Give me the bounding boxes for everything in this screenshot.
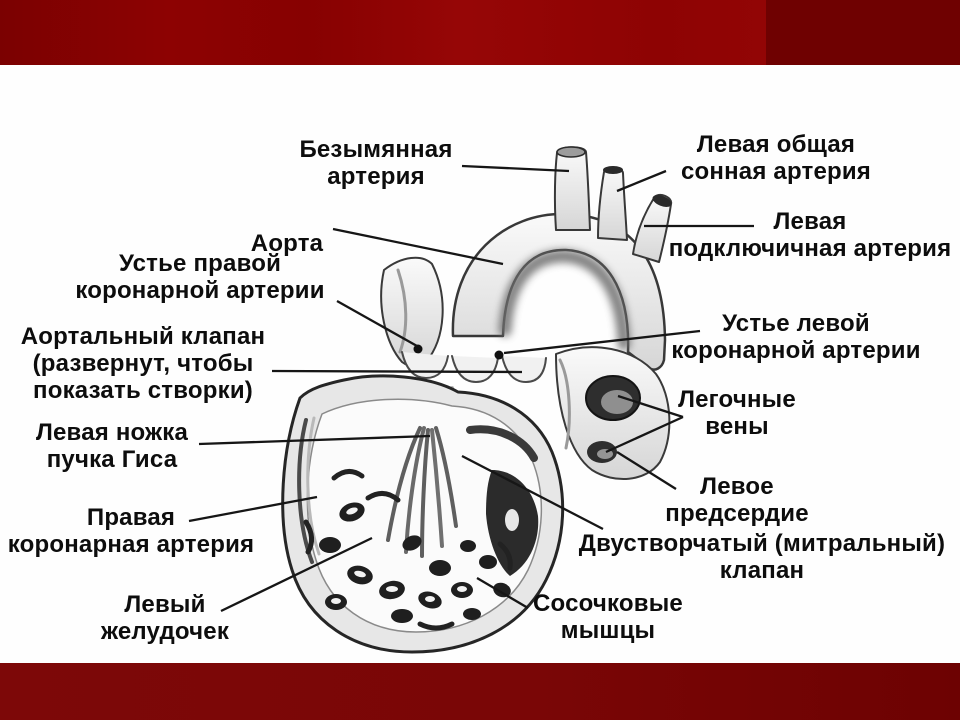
- leader-pulmonary-veins: [617, 394, 684, 419]
- leader-left-atrium: [616, 451, 677, 490]
- leader-aorta: [332, 227, 504, 266]
- leader-left-ventricle: [220, 536, 373, 613]
- leader-aortic-valve: [271, 369, 523, 374]
- leader-right-coronary-ostium: [336, 299, 418, 348]
- leader-left-common-carotid: [616, 169, 667, 193]
- leader-left-coronary-ostium: [503, 329, 701, 355]
- top-red-bar-left-segment: [0, 0, 766, 65]
- leader-right-coronary-artery: [188, 495, 318, 523]
- leader-pulmonary-veins: [605, 415, 684, 454]
- top-red-bar-right-segment: [766, 0, 960, 65]
- leader-innominate-artery: [461, 164, 570, 173]
- top-red-bar: [0, 0, 960, 65]
- leader-his-bundle-left-branch: [198, 434, 431, 446]
- bottom-red-bar: [0, 663, 960, 720]
- leader-papillary-muscles: [476, 577, 529, 609]
- leader-mitral-valve: [461, 454, 604, 531]
